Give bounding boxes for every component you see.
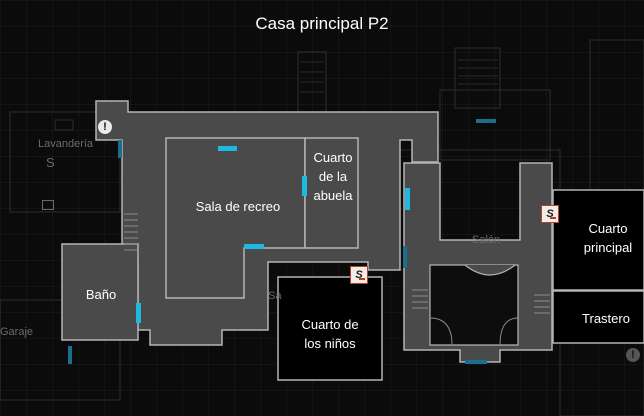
east-wing-arch: [464, 264, 516, 276]
background-stairs: [300, 59, 498, 93]
laundry-marker: S: [46, 155, 55, 170]
room-label-grandma: Cuarto de la abuela: [313, 150, 353, 203]
doors: [136, 146, 410, 323]
door-hall-north: [476, 119, 496, 123]
recreation-room-shape[interactable]: [165, 137, 306, 299]
hall-outline: [439, 89, 551, 161]
grandma-room-shape[interactable]: [304, 137, 359, 249]
garage-label: Garaje: [0, 326, 34, 338]
door-south: [465, 360, 487, 364]
laundry-fixture: [54, 119, 74, 131]
stair-curve-east: [499, 317, 519, 346]
kids-room-shape[interactable]: [277, 276, 383, 381]
info-icon[interactable]: !: [98, 120, 112, 134]
garage-outline: [0, 299, 121, 401]
stair-outline-top: [454, 47, 501, 109]
door-recreation-south[interactable]: [244, 244, 264, 249]
master-room-shape[interactable]: [552, 189, 644, 291]
laundry-outline: [9, 111, 121, 213]
door-recreation-north[interactable]: [218, 146, 237, 151]
save-point-icon-master[interactable]: S: [541, 205, 559, 223]
door-east-wing[interactable]: [405, 188, 410, 210]
map-title: Casa principal P2: [255, 14, 389, 33]
stair-curve-west: [429, 317, 453, 346]
door-bathroom[interactable]: [136, 303, 141, 323]
laundry-label: Lavandería: [38, 138, 94, 150]
door-salon: [403, 246, 407, 268]
room-label-master: Cuarto principal: [583, 221, 633, 255]
east-outline: [589, 39, 644, 191]
east-wing-void: [429, 264, 519, 346]
explored-stairs: [124, 213, 550, 314]
living-label: Salón: [472, 234, 501, 246]
distant-doors: [68, 119, 496, 364]
info-icon-distant[interactable]: !: [626, 348, 640, 362]
room-label-storage: Trastero: [582, 311, 630, 326]
room-label-kids: Cuarto de los niños: [301, 317, 359, 351]
storage-room-shape[interactable]: [552, 290, 644, 344]
door-garage: [68, 346, 72, 364]
sala-label: Sa: [268, 290, 282, 302]
room-label-recreation: Sala de recreo: [195, 199, 281, 214]
unexplored-rooms: [277, 189, 644, 381]
bathroom-shape[interactable]: [61, 243, 139, 341]
laundry-box-icon: [42, 200, 54, 210]
save-point-icon-kids[interactable]: S: [350, 266, 368, 284]
room-label-bathroom: Baño: [85, 287, 117, 302]
door-grandma-west[interactable]: [302, 176, 307, 196]
door-laundry: [118, 140, 122, 158]
